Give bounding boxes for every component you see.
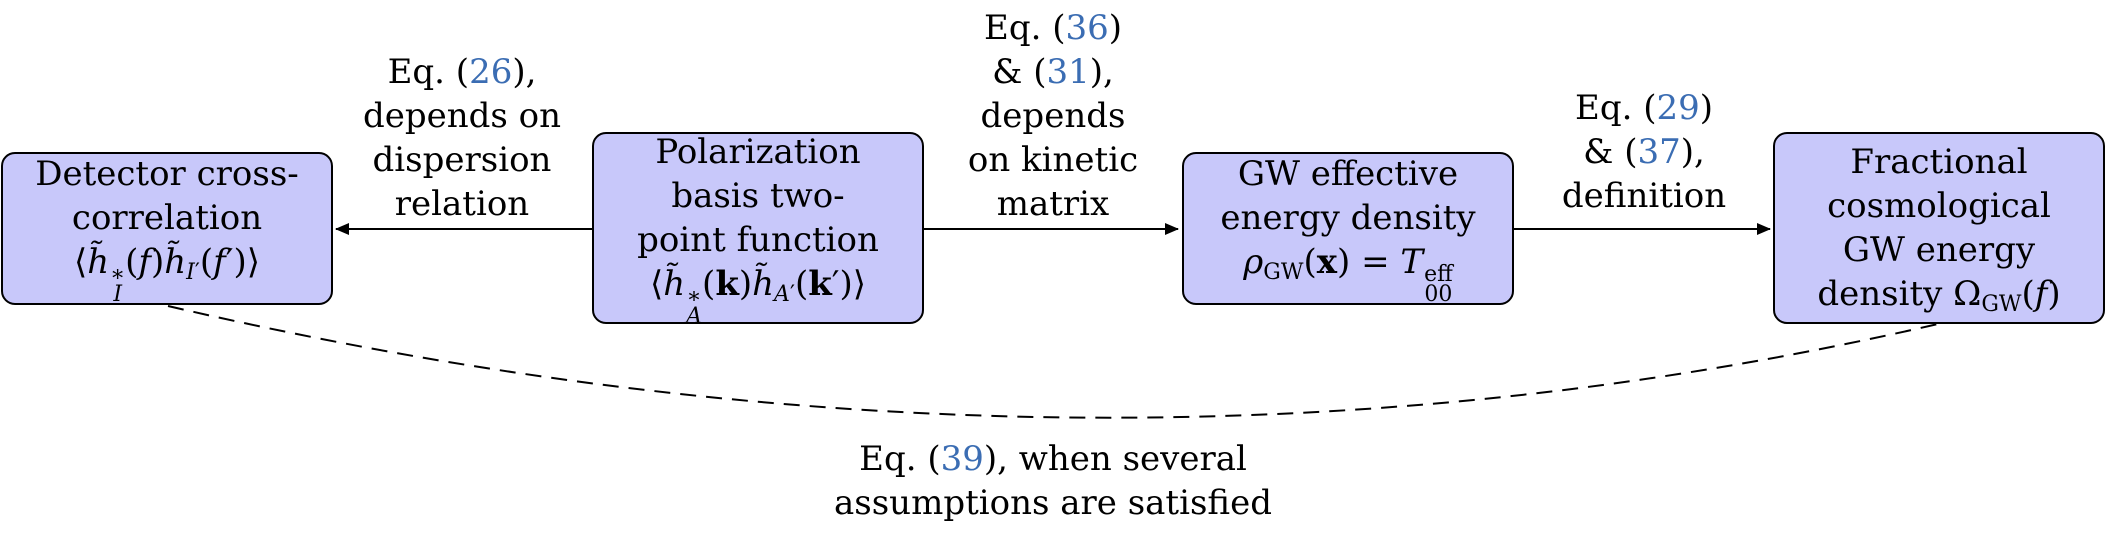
node-text-line: Fractional: [1850, 142, 2028, 182]
edge-label-to-fractional: Eq. (29) & (37), definition: [1530, 86, 1758, 218]
eq-ref-link[interactable]: 29: [1656, 88, 1700, 128]
edge-eq-line: Eq. (29): [1575, 88, 1713, 128]
node-detector-cross-correlation: Detector cross- correlation ⟨h̃∗I(f)h̃I′…: [1, 152, 333, 307]
edge-eq-line: & (37),: [1583, 132, 1705, 172]
node-text-line: correlation: [71, 198, 263, 238]
edge-text-line: matrix: [996, 184, 1110, 224]
node-text-line: energy density: [1220, 198, 1476, 238]
node-text-line: Polarization: [655, 131, 861, 172]
edge-eq-line: Eq. (26),: [387, 52, 537, 92]
eq-ref-link[interactable]: 39: [940, 439, 984, 479]
edge-text-line: assumptions are satisfied: [834, 483, 1272, 523]
edge-label-to-gw-effective: Eq. (36) & (31), depends on kinetic matr…: [938, 6, 1168, 226]
node-text-line: Detector cross-: [35, 154, 299, 194]
edge-eq-line: & (31),: [992, 52, 1114, 92]
fractional-formula-line: density ΩGW(f): [1817, 274, 2061, 317]
eq-ref-link[interactable]: 26: [469, 52, 513, 92]
edge-text-line: depends on: [362, 96, 562, 136]
eq-ref-link[interactable]: 36: [1065, 8, 1109, 48]
edge-text-line: depends: [980, 96, 1126, 136]
node-fractional-cosmological: Fractional cosmological GW energy densit…: [1773, 132, 2105, 324]
node-polarization-two-point: Polarization basis two- point function ⟨…: [592, 131, 924, 329]
edge-eq-line: Eq. (36): [984, 8, 1122, 48]
edge-label-dashed: Eq. (39), when several assumptions are s…: [780, 437, 1326, 525]
edge-text-line: relation: [394, 184, 530, 224]
node-text-line: cosmological: [1827, 186, 2051, 226]
polarization-formula: ⟨h̃∗A(k)h̃A′(k′)⟩: [649, 263, 867, 329]
node-text-line: GW effective: [1237, 154, 1459, 194]
eq-ref-link[interactable]: 37: [1637, 132, 1681, 172]
edge-eq-line: Eq. (39), when several: [859, 439, 1247, 479]
edge-label-to-detector: Eq. (26), depends on dispersion relation: [346, 50, 578, 226]
node-text-line: point function: [637, 219, 879, 260]
edge-text-line: on kinetic: [967, 140, 1139, 180]
detector-formula: ⟨h̃∗I(f)h̃I′(f′)⟩: [74, 242, 260, 307]
eq-ref-link[interactable]: 31: [1046, 52, 1090, 92]
node-text-line: GW energy: [1842, 230, 2036, 270]
dashed-link-detector-fractional: [167, 305, 1939, 419]
edge-text-line: definition: [1561, 176, 1727, 216]
node-text-line: basis two-: [671, 175, 845, 216]
edge-text-line: dispersion: [372, 140, 552, 180]
